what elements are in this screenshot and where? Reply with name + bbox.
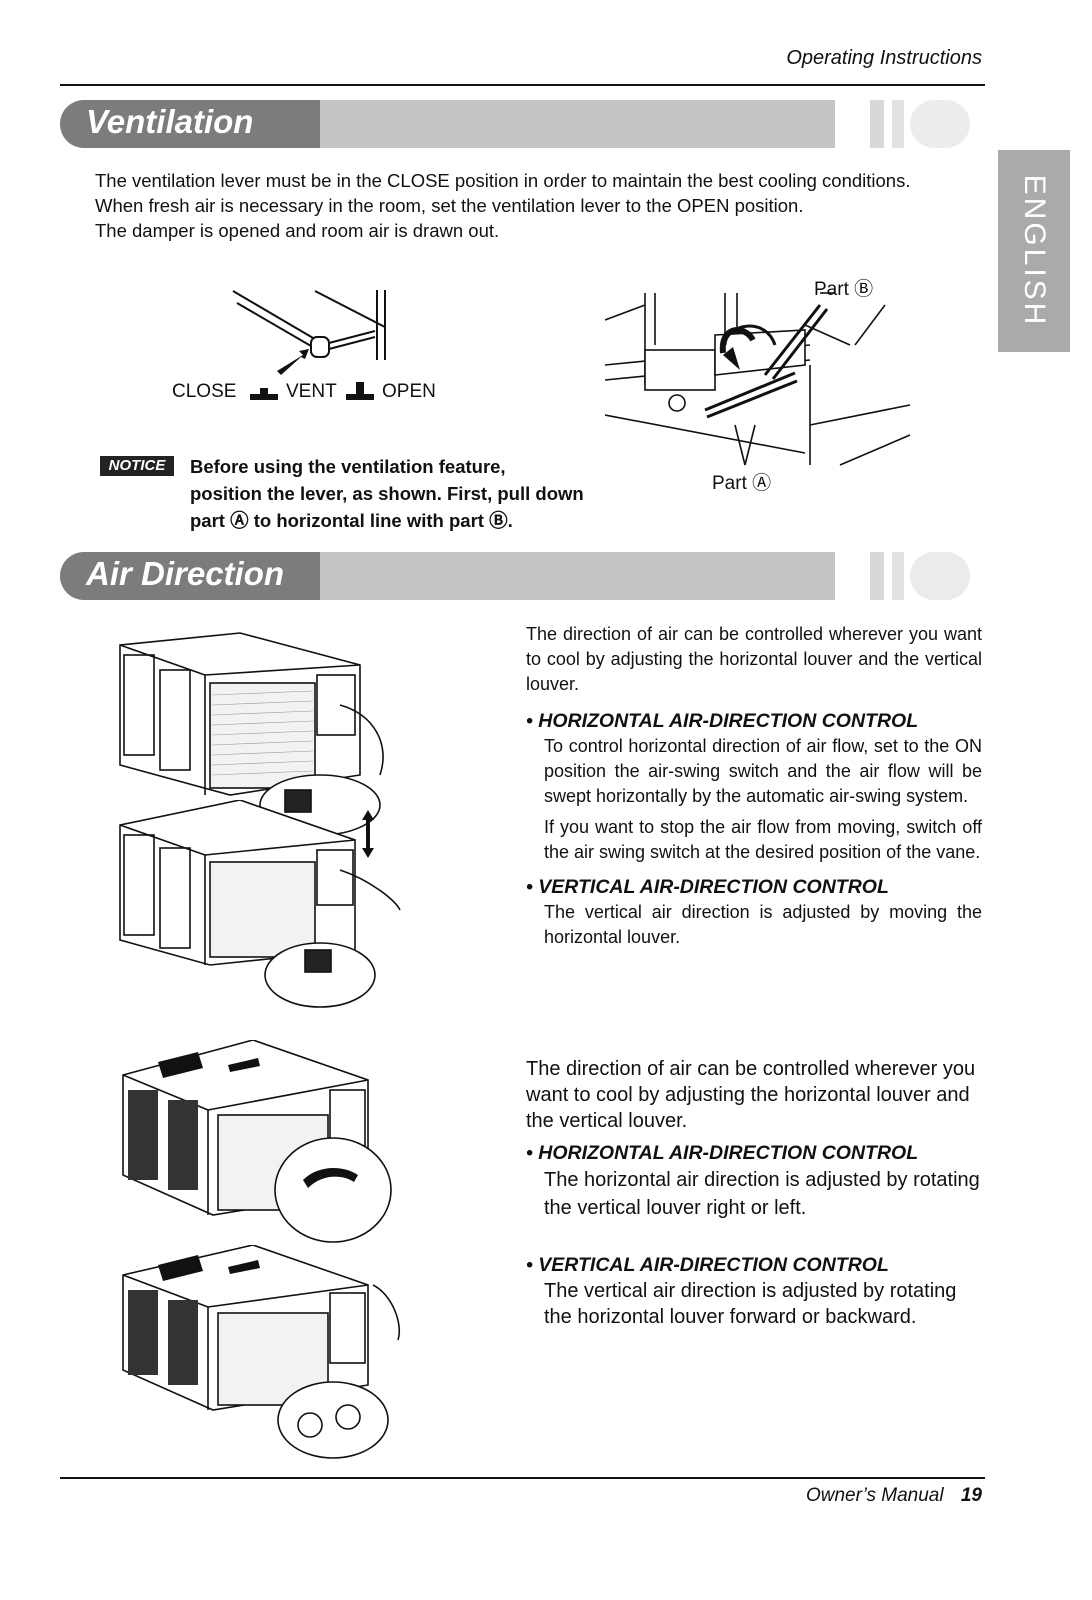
- lever-close-icon: [250, 388, 278, 400]
- footer-rule: [60, 1477, 985, 1479]
- air-block-1-vertical-text: The vertical air direction is adjusted b…: [544, 902, 982, 947]
- banner-fade-decoration: [870, 100, 970, 148]
- language-tab: ENGLISH: [998, 150, 1070, 352]
- notice-line-2: position the lever, as shown. First, pul…: [190, 483, 584, 504]
- language-label: ENGLISH: [1018, 174, 1051, 328]
- lever-label-close: CLOSE: [172, 381, 237, 402]
- footer-page-number: 19: [960, 1485, 982, 1506]
- air-block-2-vertical-heading: • VERTICAL AIR-DIRECTION CONTROL: [526, 1254, 889, 1276]
- notice-badge: NOTICE: [100, 456, 174, 476]
- ac-unit-illustration-1: [119, 632, 384, 835]
- lever-label-vent: VENT: [286, 381, 337, 402]
- ventilation-title: Ventilation: [86, 103, 254, 140]
- air-block-1: The direction of air can be controlled w…: [526, 622, 982, 950]
- ventilation-line-1: The ventilation lever must be in the CLO…: [95, 170, 911, 191]
- ventilation-banner: Ventilation: [60, 100, 835, 148]
- part-a-label: Part Ⓐ: [712, 473, 772, 494]
- air-block-1-vertical-heading: • VERTICAL AIR-DIRECTION CONTROL: [526, 876, 889, 898]
- ventilation-text: The ventilation lever must be in the CLO…: [95, 168, 975, 243]
- lever-label-open: OPEN: [382, 381, 436, 402]
- air-block-2-vertical-text: The vertical air direction is adjusted b…: [544, 1280, 957, 1328]
- footer: Owner’s Manual 19: [806, 1485, 982, 1507]
- notice-line-1: Before using the ventilation feature,: [190, 456, 506, 477]
- air-block-2: The direction of air can be controlled w…: [526, 1056, 982, 1330]
- ventilation-line-2: When fresh air is necessary in the room,…: [95, 195, 804, 216]
- air-direction-title: Air Direction: [86, 555, 285, 592]
- notice-line-3: part Ⓐ to horizontal line with part Ⓑ.: [190, 510, 513, 531]
- header-rule: [60, 84, 985, 86]
- air-block-2-horizontal-text: The horizontal air direction is adjusted…: [544, 1169, 980, 1219]
- air-block-2-horizontal-heading: • HORIZONTAL AIR-DIRECTION CONTROL: [526, 1142, 919, 1164]
- notice-text: Before using the ventilation feature, po…: [190, 453, 610, 534]
- ventilation-line-3: The damper is opened and room air is dra…: [95, 220, 500, 241]
- ac-unit-illustration-4: [122, 1245, 400, 1459]
- air-block-1-horizontal-text: To control horizontal direction of air f…: [544, 736, 982, 806]
- lever-vent-icon: [346, 382, 374, 400]
- ventilation-lever-illustration: [232, 290, 386, 375]
- ac-unit-illustration-3: [122, 1040, 392, 1243]
- air-block-1-horizontal-heading: • HORIZONTAL AIR-DIRECTION CONTROL: [526, 710, 919, 732]
- air-direction-banner: Air Direction: [60, 552, 835, 600]
- air-block-1-horizontal-text-2: If you want to stop the air flow from mo…: [544, 817, 982, 862]
- damper-illustration: [605, 292, 911, 466]
- header-section-title: Operating Instructions: [786, 47, 982, 69]
- air-block-2-intro: The direction of air can be controlled w…: [526, 1058, 976, 1132]
- air-block-1-intro: The direction of air can be controlled w…: [526, 624, 982, 694]
- banner-fade-decoration-2: [870, 552, 970, 600]
- ac-unit-illustration-2: [119, 800, 401, 1008]
- part-b-label: Part Ⓑ: [814, 279, 874, 300]
- footer-manual: Owner’s Manual: [805, 1485, 944, 1506]
